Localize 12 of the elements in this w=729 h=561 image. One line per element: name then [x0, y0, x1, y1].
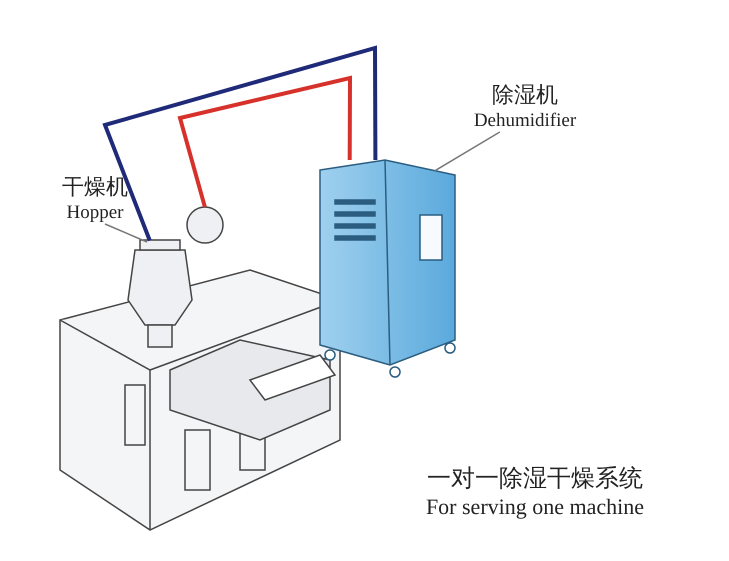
pipe [102, 45, 378, 242]
caption-text: For serving one machine [424, 494, 646, 520]
label-text: 干燥机 [61, 174, 129, 202]
leader-line [434, 131, 500, 172]
leader-line [104, 223, 148, 243]
caption-heading: 一对一除湿干燥系统 [426, 463, 644, 494]
dehumidifier-drawing [319, 159, 456, 378]
pipe [178, 75, 352, 208]
label-text: Dehumidifier [472, 110, 578, 132]
label-text: 除湿机 [491, 82, 559, 110]
hopper-drawing [127, 206, 224, 348]
label-text: Hopper [66, 202, 124, 224]
